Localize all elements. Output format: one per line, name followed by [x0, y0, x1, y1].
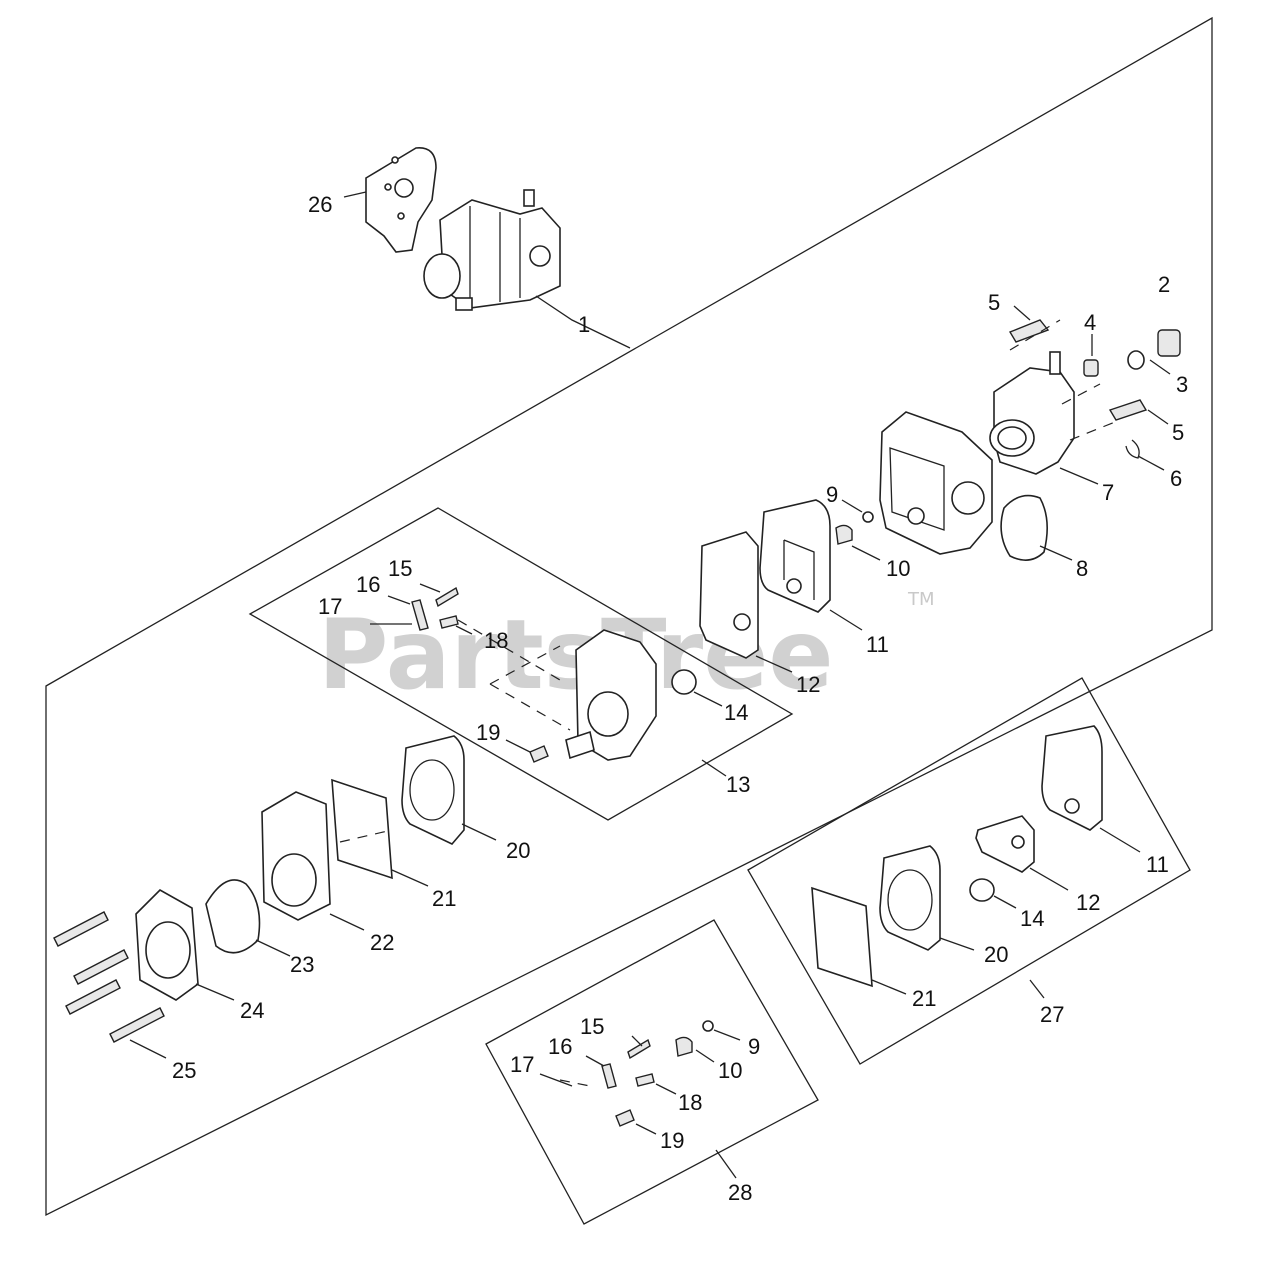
- part-14-plug: [671, 669, 697, 695]
- kit28-part-15-spring: [627, 1038, 651, 1060]
- part-1-carburetor: [423, 189, 561, 311]
- part-9-washer-upper: [862, 511, 874, 523]
- part-5-screw-lower: [1108, 399, 1148, 421]
- callout-23: 23: [290, 952, 314, 977]
- callout-25: 25: [172, 1058, 196, 1083]
- callout-17-upper: 17: [318, 594, 342, 619]
- callout-18-upper: 18: [484, 628, 508, 653]
- callout-6: 6: [1170, 466, 1182, 491]
- part-24-primer-cover: [135, 889, 199, 1001]
- callout-21-upper: 21: [432, 886, 456, 911]
- callout-13: 13: [726, 772, 750, 797]
- callout-labels: 26 1 2 5 4 3 5 6 7 8 9 10 11 12 14 13 15…: [172, 192, 1188, 1205]
- callout-21-kit27: 21: [912, 986, 936, 1011]
- kit-28-boundary: [485, 919, 819, 1225]
- kit28-part-10-valve: [675, 1036, 693, 1057]
- kit28-part-9-washer: [702, 1020, 714, 1032]
- kit28-part-18-needle: [635, 1073, 655, 1087]
- callout-1: 1: [578, 312, 590, 337]
- main-assembly-boundary: [45, 16, 1213, 1217]
- kit28-part-16-lever: [601, 1063, 617, 1089]
- callout-7: 7: [1102, 480, 1114, 505]
- part-26-gasket: [365, 147, 437, 253]
- callout-3: 3: [1176, 372, 1188, 397]
- callout-14-kit27: 14: [1020, 906, 1044, 931]
- callout-19-upper: 19: [476, 720, 500, 745]
- watermark-trademark: TM: [907, 589, 935, 610]
- part-18-needle-upper: [439, 615, 459, 629]
- part-16-lever-upper: [411, 599, 429, 631]
- alignment-lines: [339, 319, 1121, 1087]
- part-19-screw-upper: [529, 745, 549, 763]
- part-15-spring-upper: [435, 586, 459, 608]
- callout-12-upper: 12: [796, 672, 820, 697]
- callout-17-kit28: 17: [510, 1052, 534, 1077]
- part-6-clip: [1125, 439, 1140, 459]
- callout-11-upper: 11: [866, 632, 889, 657]
- part-20-gasket: [401, 735, 465, 845]
- callout-9-upper: 9: [826, 482, 838, 507]
- part-13-pump-body: [565, 629, 657, 761]
- kit27-part-11-diaphragm: [1041, 725, 1103, 831]
- part-body-plate: [879, 411, 993, 555]
- callout-10-upper: 10: [886, 556, 910, 581]
- part-25-screws: [53, 911, 165, 1043]
- kit27-part-12-gasket: [975, 815, 1035, 873]
- part-7-body: [989, 351, 1075, 475]
- callout-16-upper: 16: [356, 572, 380, 597]
- leader-lines: [129, 191, 1171, 1179]
- part-21-diaphragm: [331, 778, 393, 880]
- callout-9-kit28: 9: [748, 1034, 760, 1059]
- callout-15-upper: 15: [388, 556, 412, 581]
- callout-8: 8: [1076, 556, 1088, 581]
- callout-12-kit27: 12: [1076, 890, 1100, 915]
- callout-5-lower: 5: [1172, 420, 1184, 445]
- callout-26: 26: [308, 192, 332, 217]
- part-8-gasket: [1000, 494, 1048, 561]
- subassembly-13-boundary: [248, 507, 794, 821]
- part-5-screw-upper: [1008, 319, 1050, 343]
- callout-19-kit28: 19: [660, 1128, 684, 1153]
- callout-4: 4: [1084, 310, 1096, 335]
- part-11-diaphragm: [759, 499, 831, 613]
- part-3-washer: [1127, 350, 1145, 370]
- callout-28: 28: [728, 1180, 752, 1205]
- callout-5-upper: 5: [988, 290, 1000, 315]
- callout-18-kit28: 18: [678, 1090, 702, 1115]
- callout-14-upper: 14: [724, 700, 748, 725]
- part-10-valve-upper: [835, 524, 853, 545]
- callout-24: 24: [240, 998, 264, 1023]
- kit28-part-19-screw: [615, 1109, 635, 1127]
- callout-10-kit28: 10: [718, 1058, 742, 1083]
- callout-11-kit27: 11: [1146, 852, 1169, 877]
- part-12-gasket: [699, 531, 759, 659]
- part-22-cover: [261, 791, 331, 921]
- callout-16-kit28: 16: [548, 1034, 572, 1059]
- callout-27: 27: [1040, 1002, 1064, 1027]
- callout-15-kit28: 15: [580, 1014, 604, 1039]
- callout-20-kit27: 20: [984, 942, 1008, 967]
- callout-22: 22: [370, 930, 394, 955]
- callout-20-upper: 20: [506, 838, 530, 863]
- kit27-part-20-gasket: [879, 845, 941, 951]
- kit27-part-21-diaphragm: [811, 886, 873, 988]
- part-2-cap: [1157, 329, 1181, 357]
- kit-27-boundary: [747, 677, 1191, 1065]
- callout-2: 2: [1158, 272, 1170, 297]
- part-4-plug: [1083, 359, 1099, 377]
- part-23-primer-bulb: [205, 879, 261, 954]
- kit27-part-14-plug: [969, 878, 995, 902]
